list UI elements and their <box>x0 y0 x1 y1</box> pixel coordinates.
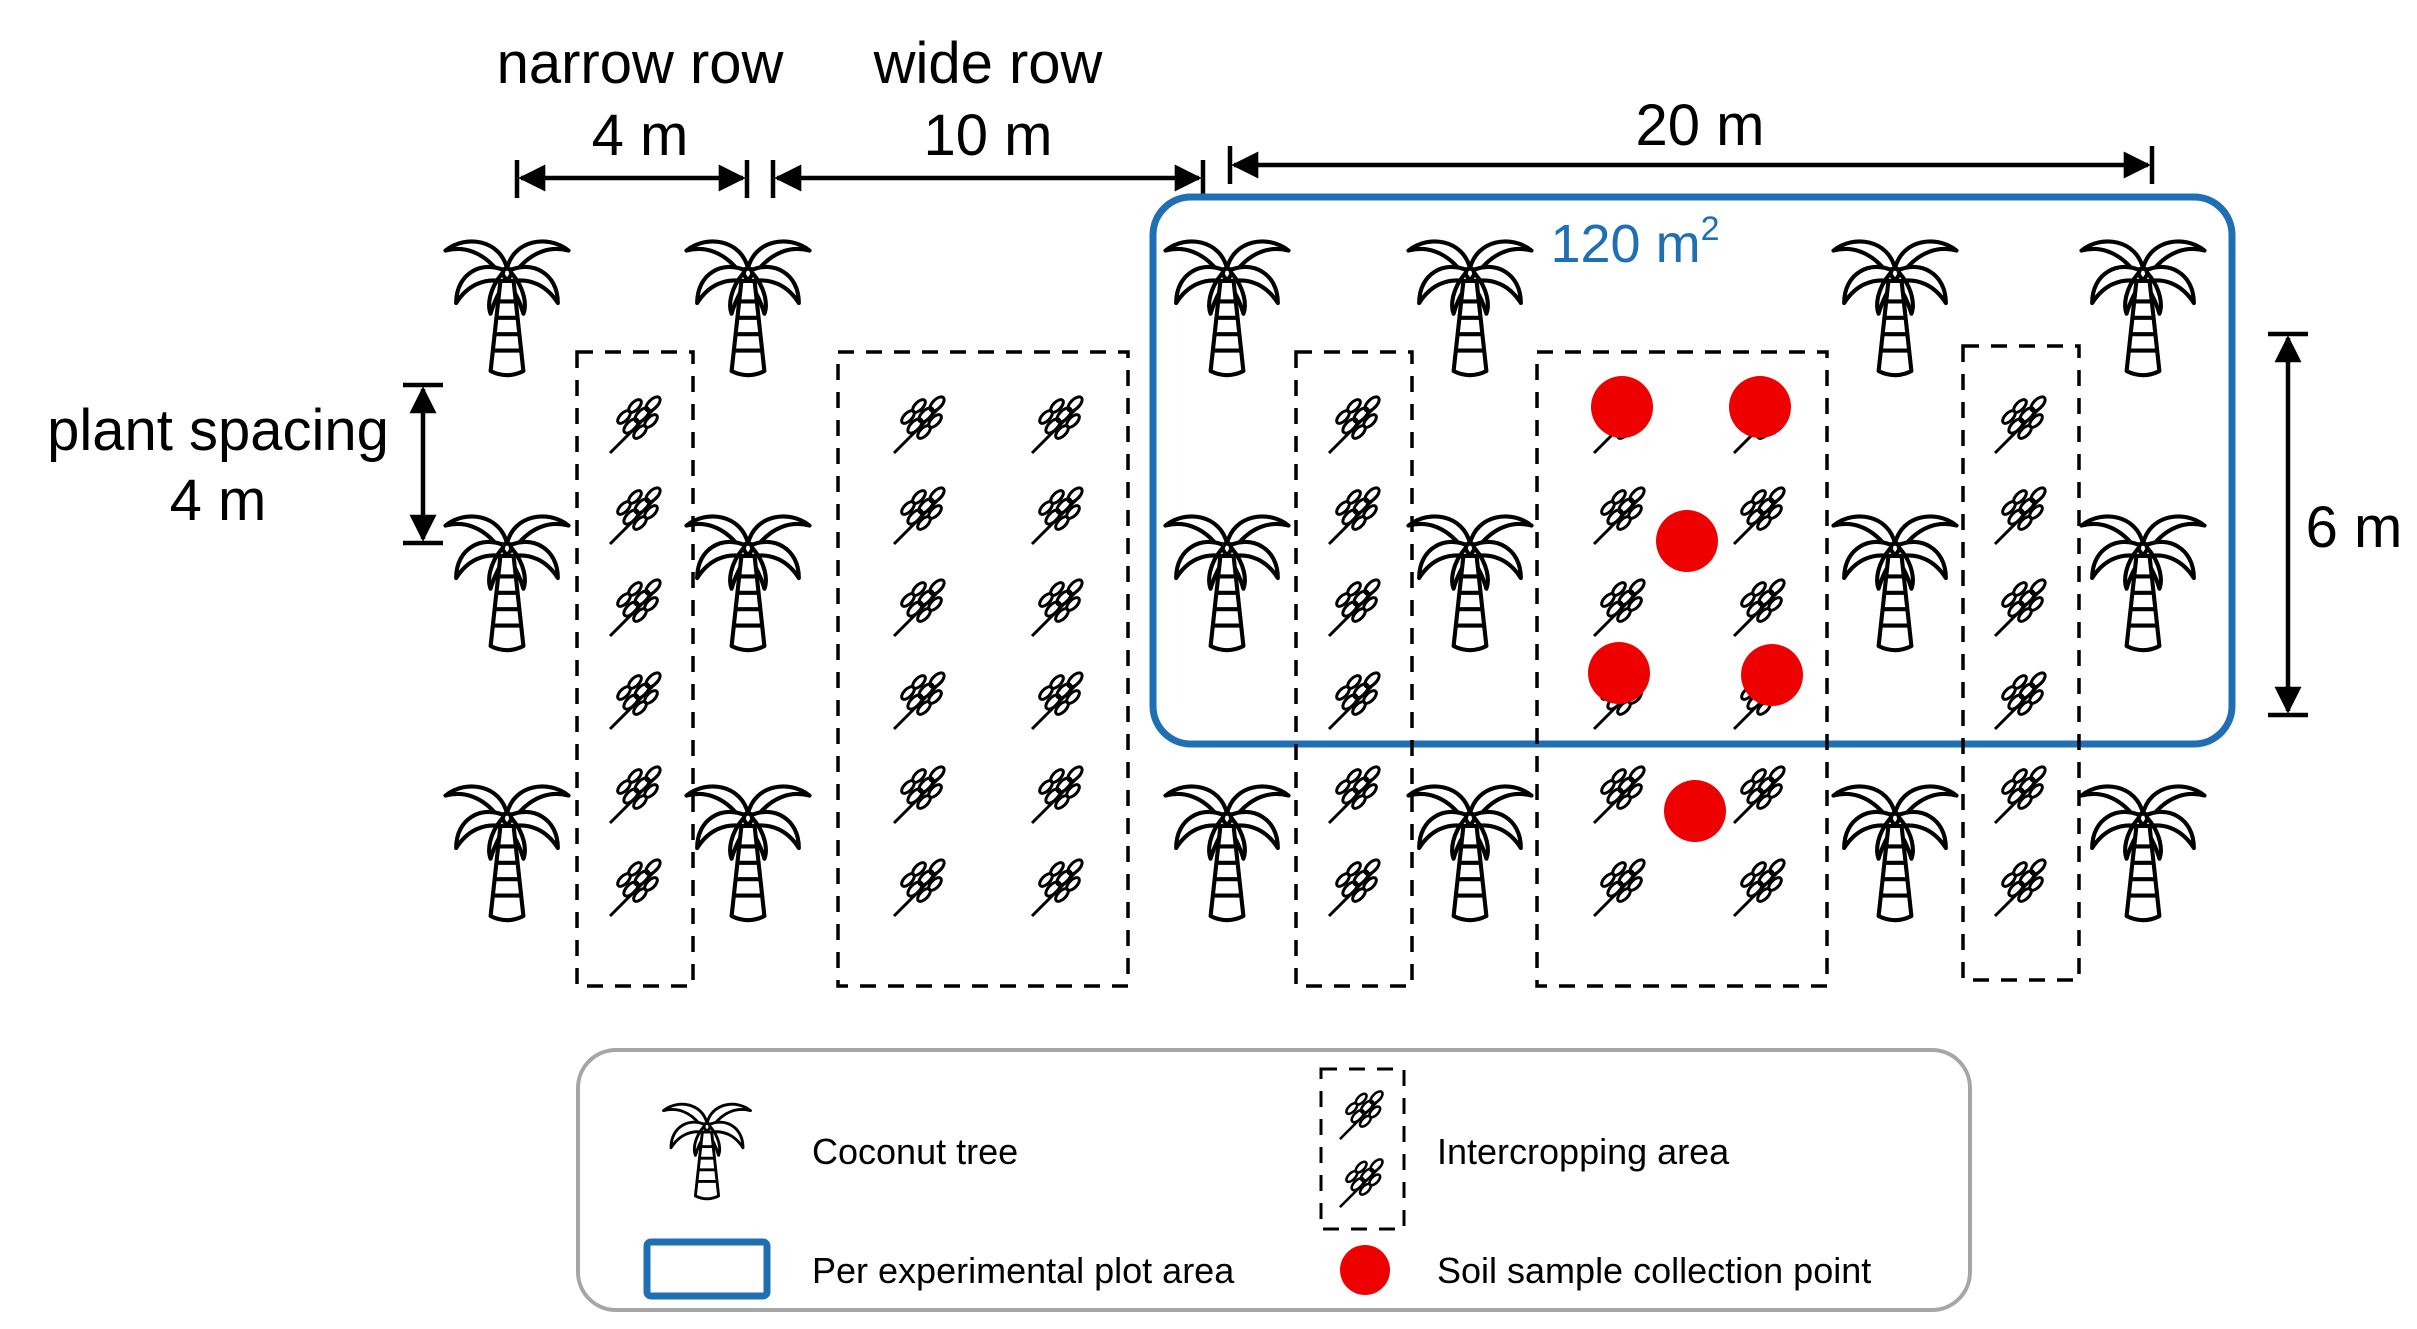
crop-sprig-icon <box>1592 855 1649 918</box>
soil-sample-point <box>1656 510 1718 572</box>
coconut-tree-icon <box>687 516 810 650</box>
coconut-tree-icon <box>1834 516 1957 650</box>
crop-sprig-icon <box>608 392 665 455</box>
sample-point-legend-icon <box>1340 1245 1390 1295</box>
crop-sprig-icon <box>892 392 949 455</box>
coconut-tree-icon <box>446 516 569 650</box>
crop-sprig-icon <box>892 855 949 918</box>
crop-sprig-icon <box>1327 575 1384 638</box>
crop-sprig-icon <box>1327 762 1384 825</box>
coconut-tree-icon <box>1409 516 1532 650</box>
crop-sprig-icon <box>1732 855 1789 918</box>
crop-sprig-icon <box>1030 483 1087 546</box>
crop-sprig-icon <box>1592 483 1649 546</box>
plot-height-arrow <box>2268 331 2308 718</box>
legend-soil-sample: Soil sample collection point <box>1437 1250 1871 1291</box>
legend-coconut-tree: Coconut tree <box>812 1131 1018 1172</box>
crop-sprig-icon <box>1327 483 1384 546</box>
coconut-tree-icon <box>2082 516 2205 650</box>
crop-sprig-icon <box>1732 575 1789 638</box>
plant-spacing-label: plant spacing <box>47 398 389 463</box>
intercropping-area <box>1294 350 1414 988</box>
coconut-tree-icon <box>1834 241 1957 375</box>
intercropping-area <box>836 350 1130 988</box>
coconut-tree-icon <box>1166 241 1289 375</box>
crop-sprig-icon <box>1327 855 1384 918</box>
coconut-tree-icon <box>687 241 810 375</box>
coconut-tree-icon <box>1834 786 1957 920</box>
wide-row-label: wide row <box>873 31 1104 96</box>
plant-spacing-arrow <box>403 382 443 546</box>
crop-sprig-icon <box>1993 668 2050 731</box>
crop-sprig-icon <box>608 762 665 825</box>
narrow-row-label: narrow row <box>497 31 785 96</box>
narrow-row-distance: 4 m <box>592 103 689 168</box>
soil-sample-point <box>1729 376 1791 438</box>
crop-sprig-icon <box>892 762 949 825</box>
coconut-tree-icon <box>446 786 569 920</box>
intercropping-legend-icon <box>1319 1067 1406 1231</box>
crop-sprig-icon <box>892 668 949 731</box>
crop-sprig-icon <box>1327 392 1384 455</box>
crop-sprig-icon <box>1592 575 1649 638</box>
coconut-tree-icon <box>1166 516 1289 650</box>
coconut-tree-icon <box>2082 241 2205 375</box>
crop-sprig-icon <box>608 855 665 918</box>
legend-plot-area: Per experimental plot area <box>812 1250 1235 1291</box>
crop-sprig-icon <box>1338 1156 1386 1209</box>
crop-sprig-icon <box>1030 575 1087 638</box>
crop-sprig-icon <box>892 483 949 546</box>
coconut-tree-icon <box>1409 241 1532 375</box>
crop-sprig-icon <box>1327 668 1384 731</box>
soil-sample-point <box>1588 642 1650 704</box>
wide-row-distance: 10 m <box>924 103 1053 168</box>
coconut-tree-icon <box>446 241 569 375</box>
crop-sprig-icon <box>608 668 665 731</box>
intercropping-area <box>1535 350 1829 988</box>
plot-area-label: 120 m2 <box>1550 210 1719 274</box>
intercropping-area <box>575 350 695 988</box>
crop-sprig-icon <box>1732 483 1789 546</box>
plot-height-label: 6 m <box>2306 495 2403 560</box>
soil-sample-point <box>1591 376 1653 438</box>
plot-width-label: 20 m <box>1636 93 1765 158</box>
plot-area-legend-icon <box>643 1238 771 1300</box>
narrow-row-arrow <box>514 160 750 198</box>
crop-sprig-icon <box>1030 668 1087 731</box>
crop-sprig-icon <box>1592 762 1649 825</box>
intercropping-area <box>1961 344 2081 982</box>
coconut-tree-icon <box>687 786 810 920</box>
crop-sprig-icon <box>608 483 665 546</box>
coconut-tree-icon <box>2082 786 2205 920</box>
crop-sprig-icon <box>1338 1088 1386 1141</box>
crop-sprig-icon <box>1993 575 2050 638</box>
crop-sprig-icon <box>1030 392 1087 455</box>
coconut-tree-icon <box>1166 786 1289 920</box>
legend-intercropping-area: Intercropping area <box>1437 1131 1730 1172</box>
coconut-tree-icon <box>1409 786 1532 920</box>
soil-sample-point <box>1664 780 1726 842</box>
coconut-tree-icon <box>662 1102 752 1201</box>
crop-sprig-icon <box>1993 855 2050 918</box>
crop-sprig-icon <box>1993 762 2050 825</box>
crop-sprig-icon <box>1030 762 1087 825</box>
experimental-plot-outline <box>1149 193 2236 748</box>
crop-sprig-icon <box>1732 762 1789 825</box>
plot-width-arrow <box>1227 146 2155 184</box>
crop-sprig-icon <box>608 575 665 638</box>
crop-sprig-icon <box>892 575 949 638</box>
legend-box <box>576 1048 1972 1312</box>
plant-spacing-distance: 4 m <box>170 468 267 533</box>
soil-sample-point <box>1741 644 1803 706</box>
crop-sprig-icon <box>1993 483 2050 546</box>
wide-row-arrow <box>770 160 1206 198</box>
crop-sprig-icon <box>1993 392 2050 455</box>
crop-sprig-icon <box>1030 855 1087 918</box>
